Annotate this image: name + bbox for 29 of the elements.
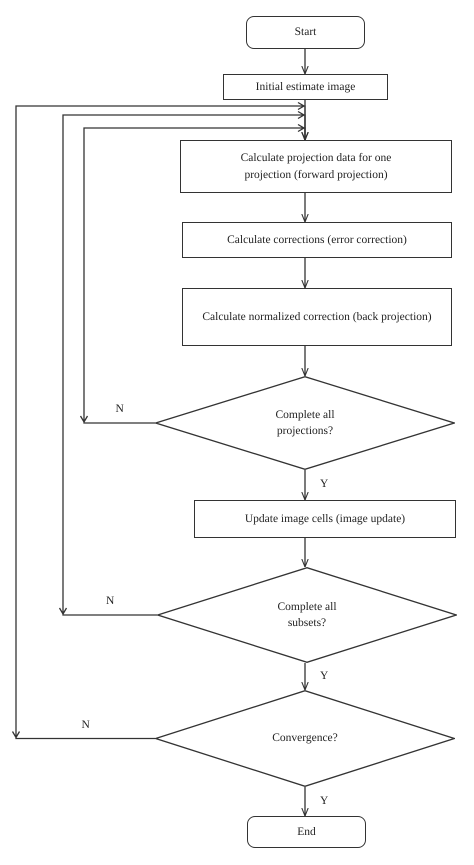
terminal-box <box>247 816 366 848</box>
decision-diamond <box>155 376 455 470</box>
arrow <box>301 193 309 223</box>
decision-diamond <box>155 690 455 787</box>
arrow <box>301 470 309 501</box>
node-text: End <box>297 824 316 840</box>
node-text: Complete all projections? <box>274 408 336 439</box>
arrow <box>301 346 309 377</box>
arrow <box>301 258 309 289</box>
node-text: Initial estimate image <box>256 80 356 95</box>
node-text: Calculate normalized correction (back projection) <box>202 310 432 325</box>
node-text: Convergence? <box>272 731 338 746</box>
arrow <box>301 49 309 75</box>
decision-diamond <box>157 567 457 663</box>
arrow <box>301 787 309 817</box>
arrow <box>301 538 309 568</box>
node-text: Start <box>294 25 316 40</box>
node-text: Update image cells (image update) <box>244 512 406 527</box>
arrow <box>301 663 309 691</box>
process-box <box>223 74 388 100</box>
node-text: Calculate projection data for one projection (forward projection) <box>240 151 392 182</box>
terminal-box <box>246 16 365 49</box>
process-box <box>182 222 452 258</box>
process-box <box>194 500 456 538</box>
process-box <box>182 288 452 346</box>
node-text: Calculate corrections (error correction) <box>227 232 407 248</box>
arrow <box>12 102 309 740</box>
node-text: Complete all subsets? <box>276 600 338 631</box>
process-box <box>180 140 452 193</box>
